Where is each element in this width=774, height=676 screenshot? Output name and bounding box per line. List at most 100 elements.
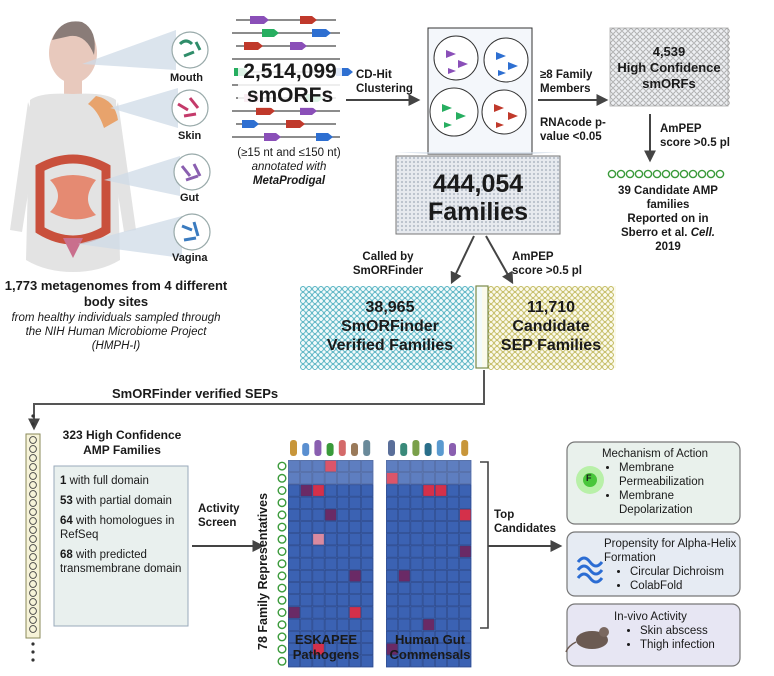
grid-dot <box>700 94 706 100</box>
heatmap-cell <box>288 570 300 582</box>
grid-dot <box>652 28 658 34</box>
candidate-dot <box>643 169 653 179</box>
bacterium-icon <box>412 440 420 456</box>
grid-dot <box>544 176 548 180</box>
grid-dot <box>402 358 408 364</box>
chain-bead <box>29 562 37 570</box>
grid-dot <box>516 168 520 172</box>
grid-dot <box>504 228 508 232</box>
grid-dot <box>456 168 460 172</box>
grid-dot <box>520 184 524 188</box>
grid-dot <box>688 46 694 52</box>
grid-dot <box>456 160 460 164</box>
grid-dot <box>330 358 336 364</box>
grid-dot <box>552 228 556 232</box>
family-circle <box>277 547 287 557</box>
grid-dot <box>652 70 658 76</box>
fluorescence-letter: F <box>586 473 592 483</box>
grid-dot <box>448 228 452 232</box>
grid-dot <box>448 224 452 228</box>
grid-dot <box>494 352 500 358</box>
grid-dot <box>414 310 420 316</box>
grid-dot <box>456 316 462 322</box>
grid-dot <box>718 52 724 58</box>
grid-dot <box>460 208 464 212</box>
grid-dot <box>450 358 456 364</box>
grid-dot <box>512 176 516 180</box>
grid-dot <box>426 358 432 364</box>
grid-dot <box>524 164 528 168</box>
grid-dot <box>528 164 532 168</box>
grid-dot <box>360 286 366 292</box>
grid-dot <box>330 346 336 352</box>
heatmap-cell <box>459 655 472 668</box>
grid-dot <box>542 286 548 292</box>
heatmap-cell <box>361 631 374 643</box>
grid-dot <box>670 58 676 64</box>
heatmap-cell <box>361 594 374 607</box>
grid-dot <box>548 346 554 352</box>
grid-dot <box>712 28 718 34</box>
grid-dot <box>432 212 436 216</box>
grid-dot <box>506 340 512 346</box>
grid-dot <box>584 310 590 316</box>
grid-dot <box>506 304 512 310</box>
grid-dot <box>472 192 476 196</box>
grid-dot <box>596 328 602 334</box>
grid-dot <box>404 168 408 172</box>
grid-dot <box>360 334 366 340</box>
grid-dot <box>682 46 688 52</box>
heatmap-cell <box>398 594 411 607</box>
grid-dot <box>584 346 590 352</box>
grid-dot <box>556 196 560 200</box>
grid-dot <box>532 228 536 232</box>
grid-dot <box>566 358 572 364</box>
grid-dot <box>484 204 488 208</box>
grid-dot <box>554 334 560 340</box>
grid-dot <box>366 364 372 370</box>
grid-dot <box>372 346 378 352</box>
grid-dot <box>396 160 400 164</box>
grid-dot <box>548 208 552 212</box>
grid-dot <box>420 328 426 334</box>
grid-dot <box>312 328 318 334</box>
grid-dot <box>464 168 468 172</box>
grid-dot <box>420 196 424 200</box>
grid-dot <box>476 220 480 224</box>
grid-dot <box>602 298 608 304</box>
grid-dot <box>528 200 532 204</box>
grid-dot <box>324 316 330 322</box>
grid-dot <box>500 286 506 292</box>
grid-dot <box>518 304 524 310</box>
grid-dot <box>464 212 468 216</box>
called-by-line1: Called by <box>362 251 414 263</box>
grid-dot <box>456 184 460 188</box>
grid-dot <box>416 172 420 176</box>
chain-bead <box>29 571 37 579</box>
grid-dot <box>596 364 602 370</box>
grid-dot <box>548 322 554 328</box>
grid-dot <box>306 352 312 358</box>
candidate-dot <box>625 169 635 179</box>
grid-dot <box>500 200 504 204</box>
heatmap-cell <box>312 521 325 533</box>
grid-dot <box>468 322 474 328</box>
grid-dot <box>500 208 504 212</box>
grid-dot <box>476 156 480 160</box>
grid-dot <box>366 340 372 346</box>
grid-dot <box>676 82 682 88</box>
grid-dot <box>400 216 404 220</box>
grid-dot <box>560 298 566 304</box>
grid-dot <box>536 286 542 292</box>
grid-dot <box>556 156 560 160</box>
grid-dot <box>472 188 476 192</box>
grid-dot <box>432 364 438 370</box>
grid-dot <box>542 352 548 358</box>
grid-dot <box>506 310 512 316</box>
grid-dot <box>396 192 400 196</box>
grid-dot <box>448 192 452 196</box>
grid-dot <box>416 168 420 172</box>
grid-dot <box>544 184 548 188</box>
grid-dot <box>396 358 402 364</box>
grid-dot <box>408 160 412 164</box>
